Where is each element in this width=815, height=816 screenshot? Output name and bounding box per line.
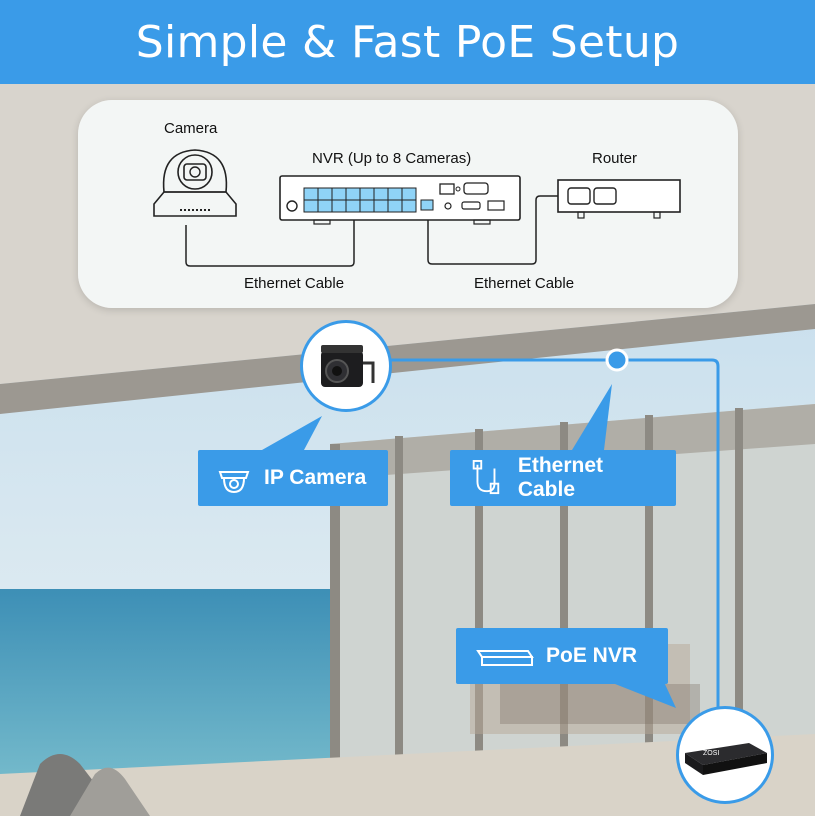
ethernet-cable-label-left: Ethernet Cable bbox=[244, 275, 345, 292]
setup-diagram-panel: Camera NVR (Up to 8 Cameras) Router Ethe… bbox=[78, 100, 738, 308]
nvr-brand-text: ZOSI bbox=[703, 750, 719, 757]
ip-camera-photo bbox=[300, 320, 392, 412]
router-label: Router bbox=[592, 150, 638, 167]
title-banner: Simple & Fast PoE Setup bbox=[0, 0, 815, 84]
nvr-label: NVR (Up to 8 Cameras) bbox=[312, 150, 472, 167]
poe-nvr-photo: ZOSI bbox=[676, 706, 774, 804]
ethernet-cable-icon bbox=[472, 460, 500, 495]
poe-nvr-callout: PoE NVR bbox=[456, 628, 668, 684]
nvr-device-icon: ZOSI bbox=[685, 743, 767, 775]
ethernet-cable-label-right: Ethernet Cable bbox=[474, 275, 575, 292]
nvr-diagram-icon bbox=[279, 175, 521, 225]
camera-label: Camera bbox=[164, 120, 218, 137]
ip-camera-label: IP Camera bbox=[264, 466, 367, 489]
nvr-icon bbox=[476, 650, 534, 666]
connection-lines bbox=[185, 195, 560, 267]
ip-camera-callout: IP Camera bbox=[198, 450, 388, 506]
ethernet-cable-label: Ethernet Cable bbox=[517, 454, 604, 501]
dome-camera-icon bbox=[153, 149, 237, 217]
router-diagram-icon bbox=[557, 179, 681, 219]
page-title: Simple & Fast PoE Setup bbox=[135, 16, 680, 68]
mini-camera-icon bbox=[321, 345, 375, 387]
poe-nvr-label: PoE NVR bbox=[546, 644, 638, 667]
ethernet-cable-callout: Ethernet Cable bbox=[450, 450, 676, 506]
dome-camera-icon bbox=[218, 471, 250, 494]
